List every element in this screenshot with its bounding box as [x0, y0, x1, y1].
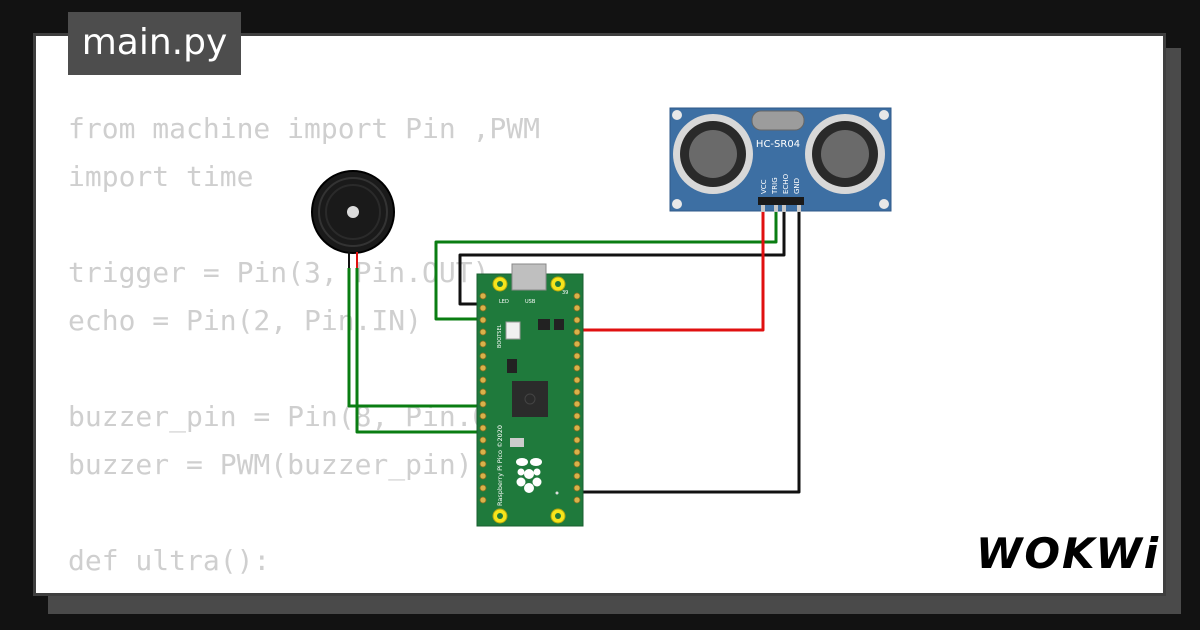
code-line: import time	[68, 160, 254, 193]
ultrasonic-sensor[interactable]: HC-SR04 VCC TRIG ECHO GND	[669, 107, 892, 212]
sensor-model-label: HC-SR04	[756, 139, 800, 150]
code-line: def ultra():	[68, 544, 271, 577]
preview-card: from machine import Pin ,PWM import time t…	[33, 33, 1166, 596]
wire-buzzer-1	[347, 268, 488, 408]
code-editor: from machine import Pin ,PWM import time t…	[68, 105, 541, 593]
wire-vcc	[574, 211, 765, 332]
buzzer-component[interactable]	[311, 170, 395, 268]
wires	[347, 211, 801, 494]
wokwi-logo: WOKWi	[976, 529, 1161, 578]
sensor-pin-gnd-label: GND	[793, 178, 801, 194]
pico-bootsel-label: BOOTSEL	[497, 324, 503, 348]
code-line: echo = Pin(2, Pin.IN)	[68, 304, 423, 337]
usb-port[interactable]	[511, 263, 547, 291]
code-line: trigger = Pin(3, Pin.OUT)	[68, 256, 490, 289]
sensor-pin-echo-label: ECHO	[782, 173, 790, 194]
code-line: from machine import Pin ,PWM	[68, 112, 541, 145]
bootsel-button[interactable]	[505, 321, 521, 340]
pico-led-label: LED	[499, 299, 509, 305]
raspberry-pi-pico[interactable]: LED USB 39 BOOTSEL Raspberry Pi Pico ©20…	[476, 263, 584, 527]
wire-buzzer-2	[355, 268, 488, 434]
wire-echo	[458, 211, 786, 306]
code-line: trigger.low()	[68, 585, 540, 593]
wire-gnd	[574, 211, 801, 494]
circuit-diagram: HC-SR04 VCC TRIG ECHO GND	[311, 107, 892, 527]
pico-pin-number: 39	[562, 290, 568, 296]
pico-usb-label: USB	[525, 299, 536, 305]
raspberry-logo-icon	[516, 458, 542, 493]
wire-trig	[434, 211, 778, 321]
sensor-pin-trig-label: TRIG	[771, 177, 779, 195]
file-tab[interactable]: main.py	[68, 12, 241, 75]
sensor-pin-vcc-label: VCC	[760, 179, 768, 194]
rp2040-chip	[512, 381, 548, 417]
pico-board-text: Raspberry Pi Pico ©2020	[496, 425, 504, 506]
code-line: buzzer = PWM(buzzer_pin)	[68, 448, 473, 481]
